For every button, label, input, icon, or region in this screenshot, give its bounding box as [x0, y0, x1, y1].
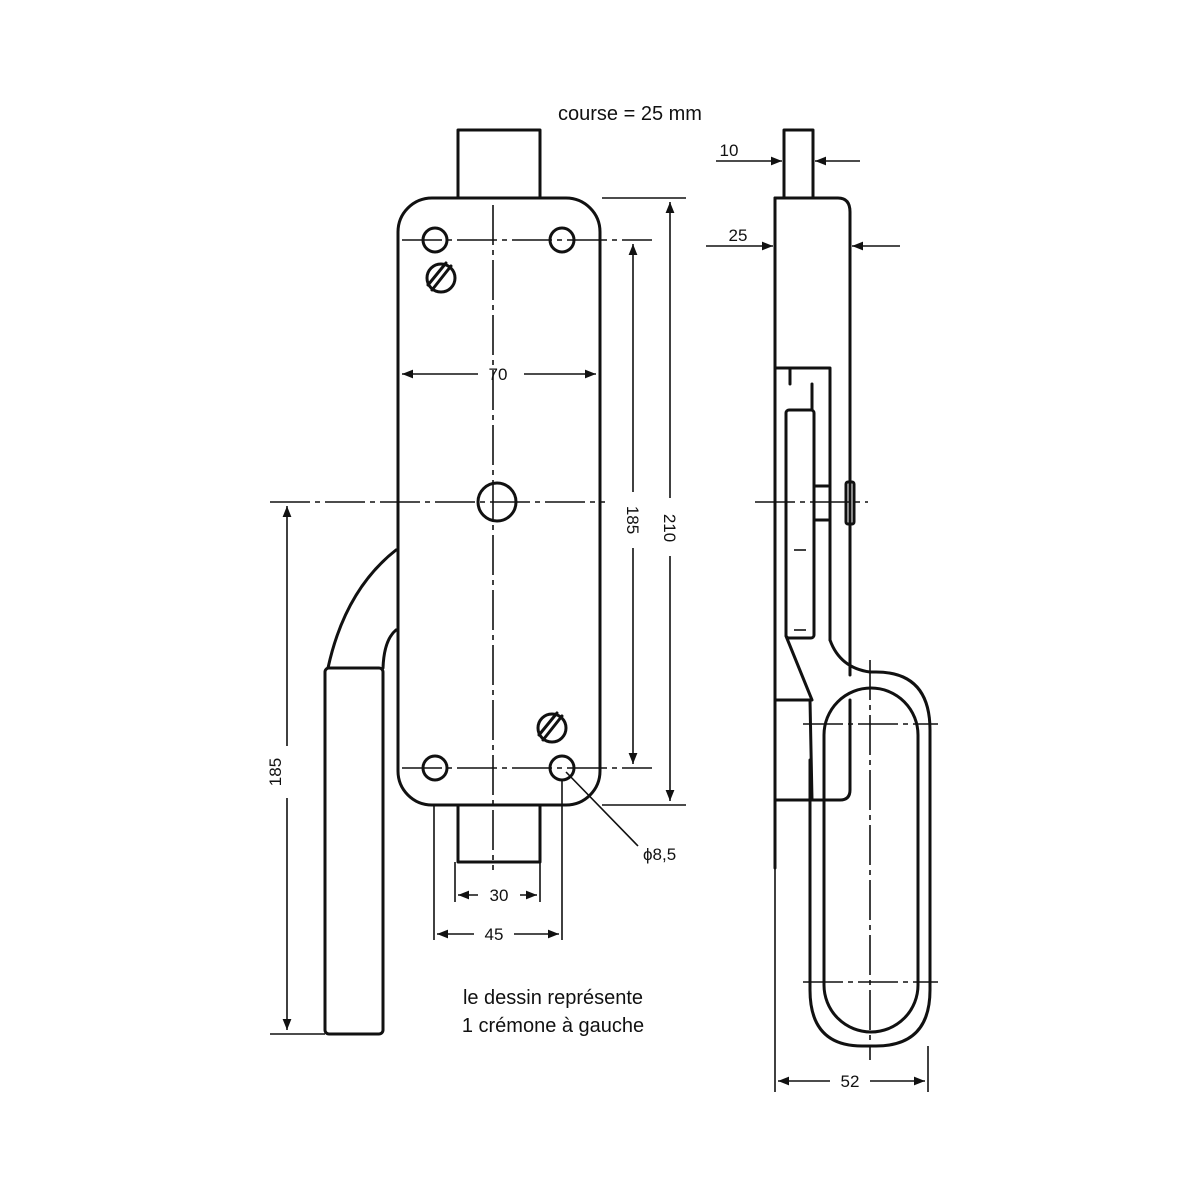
side-lever-inner — [784, 408, 816, 640]
drawing-note-line-2: 1 crémone à gauche — [462, 1015, 644, 1037]
side-handle-loop-inner — [822, 686, 920, 1034]
bottom-rod — [456, 803, 542, 864]
front-view: 70 185 210 185 — [266, 128, 686, 1036]
dim-handle-depth-label: 52 — [841, 1072, 860, 1091]
side-rod — [782, 128, 815, 200]
dim-body-depth-label: 25 — [729, 226, 748, 245]
dim-rod-hole-offset-label: 45 — [485, 925, 504, 944]
mounting-hole-top-left — [421, 226, 449, 254]
dim-rod-thickness-label: 10 — [720, 141, 739, 160]
handle-pivot — [476, 481, 518, 523]
dim-handle-height-label: 185 — [266, 758, 285, 786]
dim-hole-diameter-label: ϕ8,5 — [643, 845, 676, 864]
top-rod — [456, 128, 542, 200]
dim-plate-height: 210 — [660, 202, 679, 801]
side-body — [773, 196, 852, 677]
dim-plate-width: 70 — [402, 365, 596, 384]
dim-hole-diameter: ϕ8,5 — [565, 771, 676, 864]
mounting-hole-bottom-left — [421, 754, 449, 782]
dim-rod-width-label: 30 — [490, 886, 509, 905]
dim-hole-spacing-label: 185 — [623, 506, 642, 534]
side-handle-neck — [784, 634, 814, 702]
dim-handle-height: 185 — [266, 506, 292, 1030]
dim-rod-width: 30 — [458, 886, 537, 905]
stroke-caption: course = 25 mm — [558, 103, 702, 125]
drawing-note-line-1: le dessin représente — [463, 987, 643, 1009]
dim-plate-width-label: 70 — [489, 365, 508, 384]
dim-hole-spacing: 185 — [623, 244, 642, 764]
screw-bottom — [536, 711, 568, 744]
screw-top — [425, 261, 457, 294]
dim-handle-depth: 52 — [778, 1072, 925, 1091]
handle-lever — [323, 548, 398, 1036]
dim-rod-hole-offset: 45 — [437, 925, 559, 944]
mounting-hole-top-right — [548, 226, 576, 254]
dim-plate-height-label: 210 — [660, 514, 679, 542]
side-handle-loop-outer — [808, 670, 932, 1048]
side-view: 52 10 25 — [706, 128, 938, 1092]
dim-body-depth: 25 — [706, 226, 900, 251]
dim-rod-thickness: 10 — [716, 141, 860, 166]
